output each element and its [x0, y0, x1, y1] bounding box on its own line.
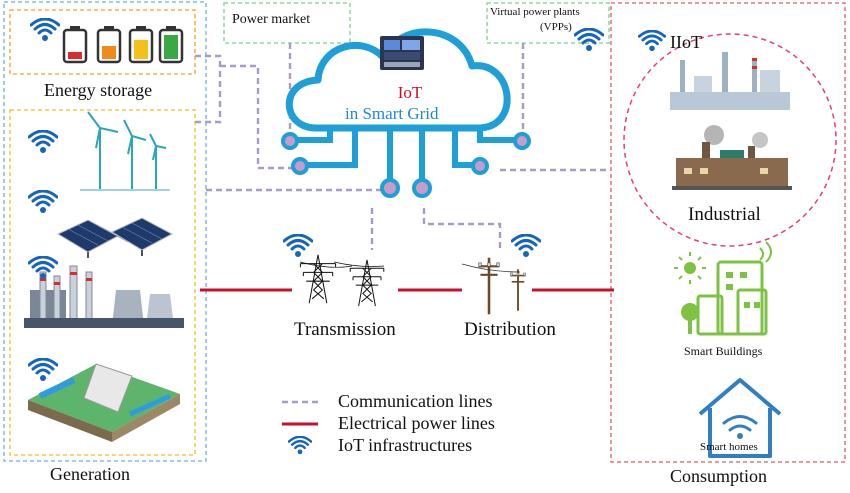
cloud-graphic [281, 28, 531, 198]
iiot-circle [623, 33, 837, 247]
cloud-subtitle: in Smart Grid [345, 104, 439, 123]
power-market-frame [223, 2, 351, 44]
left-outer-frame [3, 1, 207, 462]
wifi-icon [28, 358, 58, 382]
wifi-icon [30, 18, 60, 42]
distribution-pole-1 [477, 256, 501, 316]
iiot-label: IIoT [670, 32, 702, 52]
wind-turbines-graphic [80, 111, 170, 191]
wifi-icon [511, 234, 541, 258]
legend-communication-label: Communication lines [338, 391, 493, 411]
solar-panels-graphic [56, 217, 174, 258]
hydro-dam-graphic [28, 363, 180, 442]
transmission-tower-1 [299, 254, 337, 304]
distribution-label: Distribution [464, 319, 556, 340]
smart-home-icon [698, 378, 782, 458]
energy-storage-label: Energy storage [44, 80, 153, 100]
transmission-tower-2 [349, 259, 385, 307]
wifi-icon [28, 130, 58, 154]
consumption-label: Consumption [670, 466, 768, 486]
smart-home-wifi [722, 415, 758, 432]
distribution-wire [461, 263, 521, 273]
consumption-frame [610, 2, 846, 463]
legend-swatches [282, 400, 318, 455]
smart-homes-label: Smart homes [700, 441, 758, 453]
wifi-icon [283, 234, 313, 258]
iiot-factory-graphic [670, 52, 790, 110]
industrial-label: Industrial [688, 204, 761, 225]
vpp-abbrev-label: (VPPs) [540, 21, 572, 33]
energy-storage-frame [9, 9, 196, 75]
wifi-icon [28, 256, 58, 280]
cloud-title: IoT [397, 83, 423, 102]
transmission-wires [299, 261, 385, 268]
legend-iot-label: IoT infrastructures [338, 435, 473, 455]
wifi-icon [574, 28, 604, 52]
smart-buildings-label: Smart Buildings [684, 344, 763, 358]
wifi-icon [638, 30, 666, 52]
wifi-icon [288, 436, 312, 455]
industrial-factory-graphic [672, 125, 792, 190]
vpp-label: Virtual power plants [490, 6, 580, 18]
generation-frame [9, 109, 196, 456]
wifi-icon [28, 190, 58, 214]
smart-building-icon [696, 241, 772, 336]
communication-lines [195, 43, 610, 250]
power-market-label: Power market [232, 12, 311, 27]
transmission-label: Transmission [294, 319, 396, 340]
power-plant-graphic [24, 265, 184, 328]
legend-electrical-label: Electrical power lines [338, 413, 495, 433]
generation-label: Generation [50, 464, 130, 484]
vpp-frame [486, 2, 610, 44]
distribution-pole-2 [509, 268, 527, 312]
smart-building-details [674, 252, 760, 334]
batteries-graphic [62, 26, 184, 64]
